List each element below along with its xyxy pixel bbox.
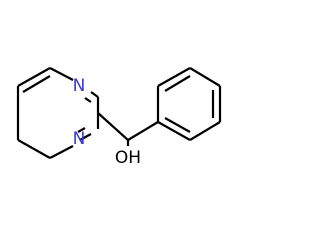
bond-n3-c4	[79, 133, 92, 141]
atom-label-hydroxyl: OH	[115, 148, 141, 168]
molecule-structure: N N OH	[16, 67, 222, 168]
atom-label-n-top: N	[73, 76, 86, 96]
bond-n1-c2-inner	[84, 97, 92, 103]
bond-c6-c5-inner	[22, 75, 51, 93]
bond-methine-phenyl	[127, 121, 159, 141]
bond-c4-c3	[49, 145, 74, 159]
bond-c2-methine	[97, 112, 129, 141]
bond-ph6-ph1	[157, 121, 191, 141]
structure-canvas: N N OH	[16, 67, 222, 168]
phenyl-ring	[127, 67, 222, 141]
bond-c5-n1	[49, 67, 74, 81]
atom-label-n-bottom: N	[73, 129, 86, 149]
bond-ph3-ph4	[189, 67, 221, 87]
bond-c6-c5	[17, 67, 51, 87]
bond-n1-c2	[90, 91, 99, 98]
pyrimidine-ring	[16, 67, 100, 159]
bond-ph2-ph3	[157, 67, 191, 87]
bond-c3-c6	[17, 139, 51, 159]
bond-ph5-ph6	[189, 121, 221, 141]
bond-ph2-ph3-inner	[164, 75, 191, 92]
bond-n3-c4-inner	[77, 127, 86, 133]
bond-ph6-ph1-inner	[164, 117, 191, 133]
